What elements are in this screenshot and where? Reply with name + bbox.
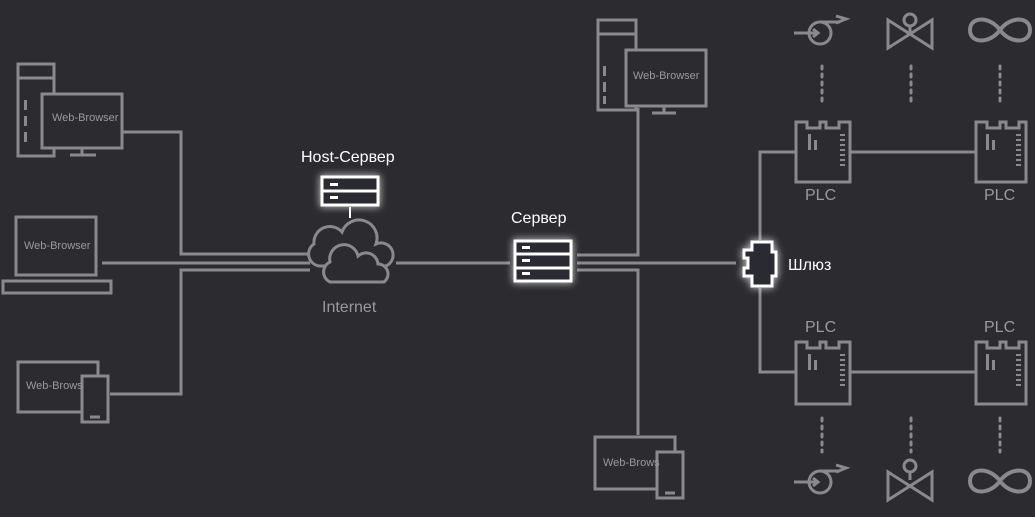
web-browser-label: Web-Browser <box>24 240 91 252</box>
pump-icon <box>794 463 851 495</box>
web-browser-label: Web-Brows <box>603 457 660 469</box>
plc-label: PLC <box>805 187 837 204</box>
laptop-icon <box>1 215 113 295</box>
host-server-label: Host-Сервер <box>301 149 395 166</box>
plc-details <box>808 134 1021 386</box>
server-label: Сервер <box>511 210 567 227</box>
connection-lines <box>102 108 977 435</box>
desktop-tower-slots <box>603 66 606 104</box>
pump-icon <box>794 14 851 46</box>
desktop-computer-icon <box>16 62 124 158</box>
plc-label: PLC <box>805 319 837 336</box>
flowmeter-icon <box>967 468 1033 494</box>
server-rack-icon <box>320 175 380 207</box>
web-browser-label: Web-Browser <box>633 70 700 82</box>
desktop-computer-icon <box>596 18 708 115</box>
tablet-phone-icon <box>593 435 685 500</box>
tablet-phone-icon <box>16 360 110 424</box>
cloud-icon <box>307 218 395 284</box>
valve-icon <box>886 458 934 503</box>
flowmeter-icon <box>967 17 1033 43</box>
dotted-connectors <box>820 64 1002 454</box>
gateway-label: Шлюз <box>788 257 832 274</box>
server-leds <box>522 246 530 275</box>
web-browser-label: Web-Browser <box>52 112 119 124</box>
plc-label: PLC <box>984 187 1016 204</box>
gateway-icon <box>742 240 778 288</box>
web-browser-label: Web-Brows <box>26 380 83 392</box>
plc-label: PLC <box>984 319 1016 336</box>
valve-icon <box>886 12 934 51</box>
internet-label: Internet <box>322 299 377 316</box>
desktop-tower-slots <box>24 100 27 142</box>
host-server-leds <box>330 183 338 199</box>
